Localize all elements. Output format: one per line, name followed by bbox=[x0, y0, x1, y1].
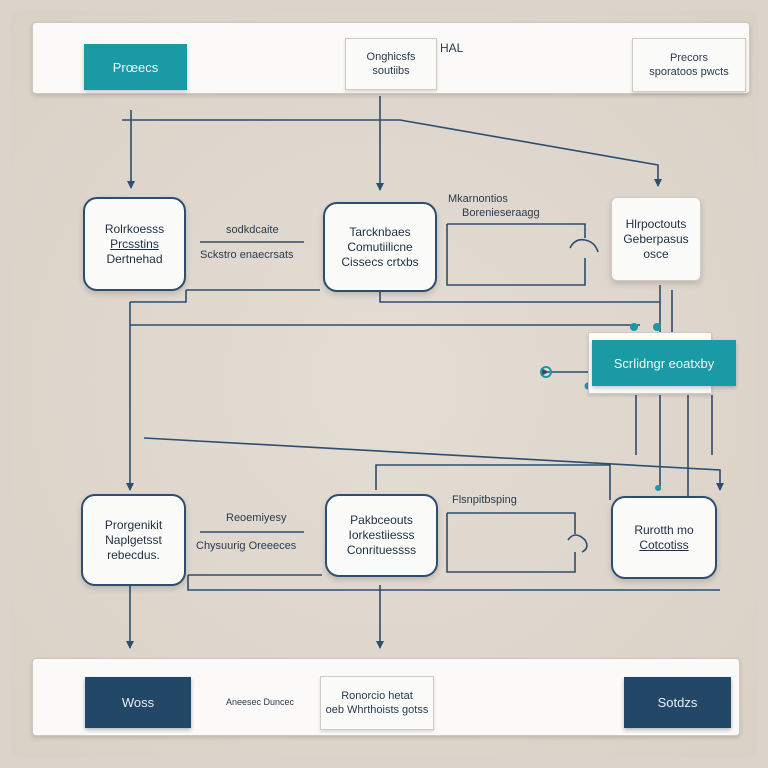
row2-box-1-line-2: Naplgetsst bbox=[105, 532, 162, 547]
top-center-tag: HAL bbox=[440, 41, 464, 55]
bottom-center-note: Ronorcio hetat oeb Whrthoists gotss bbox=[320, 676, 434, 730]
row2-box-3-line-1: Rurotth mo bbox=[634, 522, 694, 537]
row2-box-2-line-1: Pakbceouts bbox=[350, 513, 413, 527]
row1-box-2-line-2: Comutiilicne bbox=[347, 239, 413, 254]
bottom-left-button[interactable]: Woss bbox=[85, 677, 191, 728]
row1-box-1[interactable]: Rolrkoesss Prcsstins Dertnehad bbox=[83, 197, 186, 291]
row1-box-2-line-3: Cissecs crtxbs bbox=[341, 254, 419, 269]
row1-box-2[interactable]: Tarcknbaes Comutiilicne Cissecs crtxbs bbox=[323, 202, 437, 292]
row2-box-1-line-1: Prorgenikit bbox=[104, 517, 163, 532]
bottom-center-note-line-1: Ronorcio hetat bbox=[341, 690, 413, 702]
top-right-note-line-2: sporatoos pwcts bbox=[649, 66, 729, 78]
row2-box-1[interactable]: Prorgenikit Naplgetsst rebecdus. bbox=[81, 494, 186, 586]
row2-link-1-bottom-label: Chysuurig Oreeeces bbox=[196, 540, 297, 552]
row1-box-3-line-2: Geberpasus bbox=[623, 231, 689, 246]
top-center-note-line-1: Onghicsfs bbox=[366, 51, 416, 63]
row1-link-1-top-label: sodkdcaite bbox=[226, 224, 279, 236]
row2-link-1-top-label: Reoemiyesy bbox=[226, 512, 287, 524]
row2-box-2-line-3: Conrituessss bbox=[346, 543, 417, 557]
row2-link-2-top-label: Flsnpitbsping bbox=[452, 494, 517, 506]
top-right-note-line-1: Precors bbox=[670, 52, 708, 64]
row2-box-1-line-3: rebecdus. bbox=[107, 547, 160, 562]
row1-box-3[interactable]: Hlrpoctouts Geberpasus osce bbox=[611, 197, 701, 281]
row1-link-2-top-label-2: Borenieseraagg bbox=[462, 207, 540, 219]
row1-box-2-line-1: Tarcknbaes bbox=[349, 224, 411, 239]
row1-box-3-line-3: osce bbox=[643, 246, 669, 261]
row2-box-3-line-2: Cotcotiss bbox=[639, 537, 689, 552]
row2-box-2[interactable]: Pakbceouts Iorkestiiesss Conrituessss bbox=[325, 494, 438, 577]
middle-teal-button[interactable]: Scrlidngr eoatxby bbox=[592, 340, 736, 386]
row1-link-2-top-label-1: Mkarnontios bbox=[448, 193, 508, 205]
row2-box-2-line-2: Iorkestiiesss bbox=[348, 528, 415, 542]
row1-box-1-line-1: Rolrkoesss bbox=[104, 221, 165, 236]
bottom-right-button[interactable]: Sotdzs bbox=[624, 677, 731, 728]
top-center-note-line-2: soutiibs bbox=[372, 65, 410, 77]
row2-box-3[interactable]: Rurotth mo Cotcotiss bbox=[611, 496, 717, 579]
row1-link-1-bottom-label: Sckstro enaecrsats bbox=[200, 249, 294, 261]
top-center-note: Onghicsfs soutiibs bbox=[345, 38, 437, 90]
row1-box-1-line-2: Prcsstins bbox=[110, 236, 159, 251]
bottom-link-label: Aneesec Duncec bbox=[226, 697, 295, 707]
row1-box-1-line-3: Dertnehad bbox=[106, 251, 163, 266]
process-button[interactable]: Prœecs bbox=[84, 44, 187, 90]
row1-box-3-line-1: Hlrpoctouts bbox=[625, 216, 687, 231]
bottom-center-note-line-2: oeb Whrthoists gotss bbox=[325, 704, 429, 716]
top-right-note: Precors sporatoos pwcts bbox=[632, 38, 746, 92]
